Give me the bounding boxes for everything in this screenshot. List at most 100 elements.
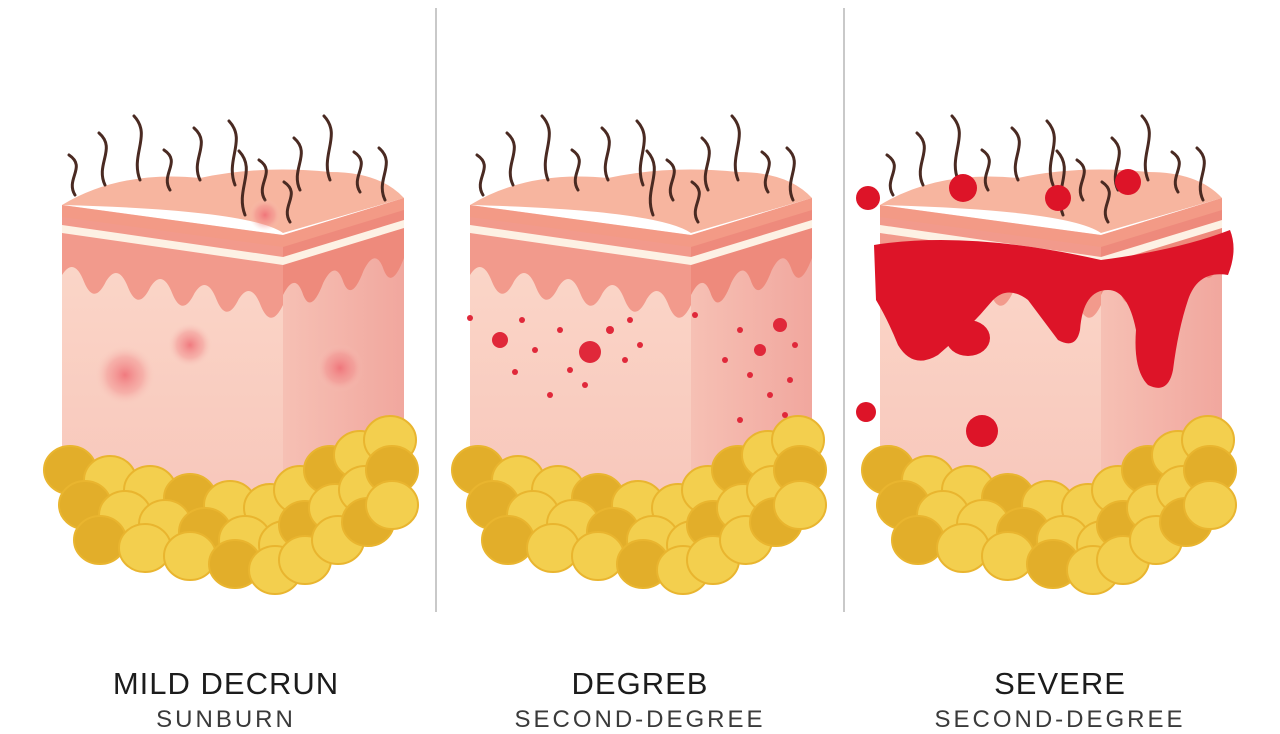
rash-spot xyxy=(168,323,212,367)
hair xyxy=(237,149,248,217)
blood-dot xyxy=(606,326,614,334)
blood-dot xyxy=(627,317,633,323)
blood-dot xyxy=(782,412,788,418)
panel-1-title: MILD DECRUN xyxy=(112,666,340,701)
blister xyxy=(856,186,880,210)
fat-lobule xyxy=(73,515,127,565)
blood-drop xyxy=(966,415,998,447)
panel-1-subtitle: SUNBURN xyxy=(156,706,296,733)
panel-divider xyxy=(843,8,845,612)
hair xyxy=(785,146,796,202)
hair xyxy=(1140,114,1151,182)
skin-stripe xyxy=(880,220,1222,265)
hair xyxy=(162,148,173,192)
hair xyxy=(322,114,333,182)
blister xyxy=(949,174,977,202)
hair xyxy=(1045,119,1056,187)
hair xyxy=(645,149,656,217)
hair xyxy=(980,148,991,192)
panel-3-title: SEVERE xyxy=(994,666,1126,701)
skin-top-surface xyxy=(62,169,404,233)
hair xyxy=(1100,180,1111,224)
hair xyxy=(885,153,896,197)
blood-dot xyxy=(557,327,563,333)
blood-dot xyxy=(512,369,518,375)
panel-2-subtitle: SECOND-DEGREE xyxy=(514,706,766,733)
hair xyxy=(257,158,268,202)
blood-dot xyxy=(532,347,538,353)
fat-lobule xyxy=(981,531,1035,581)
rash-spot xyxy=(316,344,364,392)
hair xyxy=(635,119,646,187)
hair xyxy=(132,114,143,182)
fat-lobule xyxy=(526,523,580,573)
blood-dot xyxy=(692,312,698,318)
blood-dot xyxy=(792,342,798,348)
hair xyxy=(192,126,203,182)
fat-lobule xyxy=(936,523,990,573)
hair xyxy=(690,180,701,224)
blood-dot xyxy=(747,372,753,378)
blood-dot xyxy=(547,392,553,398)
blood-dot xyxy=(754,344,766,356)
hair xyxy=(540,114,551,182)
blood-dot xyxy=(767,392,773,398)
hair xyxy=(227,119,238,187)
skin-top-edge xyxy=(62,198,404,247)
skin-block-2 xyxy=(451,114,827,595)
blood-dot xyxy=(787,377,793,383)
hair xyxy=(67,153,78,197)
hair xyxy=(915,131,926,187)
fat-lobule xyxy=(118,523,172,573)
blood-drop xyxy=(946,320,990,356)
blood-dot xyxy=(622,357,628,363)
hair xyxy=(1195,146,1206,202)
hair xyxy=(377,146,388,202)
blood-drop xyxy=(856,402,876,422)
blood-dot xyxy=(519,317,525,323)
fat-lobule xyxy=(773,480,827,530)
hair xyxy=(475,153,486,197)
hair xyxy=(950,114,961,182)
hair xyxy=(1010,126,1021,182)
blister xyxy=(1115,169,1141,195)
blood-dot xyxy=(737,417,743,423)
hair xyxy=(700,136,711,192)
blood-dot xyxy=(773,318,787,332)
hair xyxy=(292,136,303,192)
panel-divider xyxy=(435,8,437,612)
panel-2-title: DEGREB xyxy=(571,666,709,701)
blood-dot xyxy=(737,327,743,333)
skin-top-edge xyxy=(880,198,1222,247)
fat-lobule xyxy=(481,515,535,565)
blood-dot xyxy=(467,315,473,321)
hair xyxy=(760,150,771,194)
hair xyxy=(282,180,293,224)
blood-dot xyxy=(567,367,573,373)
blood-dot xyxy=(637,342,643,348)
hair xyxy=(600,126,611,182)
fat-lobule xyxy=(163,531,217,581)
hair xyxy=(665,158,676,202)
skin-top-edge xyxy=(470,198,812,247)
fat-lobule xyxy=(891,515,945,565)
hair xyxy=(505,131,516,187)
skin-top-surface xyxy=(470,169,812,233)
hair xyxy=(1075,158,1086,202)
rash-spot xyxy=(95,345,155,405)
blood-dot xyxy=(579,341,601,363)
hair xyxy=(570,148,581,192)
hair xyxy=(730,114,741,182)
hair xyxy=(352,150,363,194)
blood-dot xyxy=(492,332,508,348)
fat-lobule xyxy=(571,531,625,581)
skin-block-3 xyxy=(856,114,1237,595)
hair xyxy=(97,131,108,187)
blood-dot xyxy=(722,357,728,363)
fat-lobule xyxy=(365,480,419,530)
skin-stripe xyxy=(62,220,404,265)
skin-stripe xyxy=(470,220,812,265)
blister xyxy=(1045,185,1071,211)
fat-lobule xyxy=(1183,480,1237,530)
